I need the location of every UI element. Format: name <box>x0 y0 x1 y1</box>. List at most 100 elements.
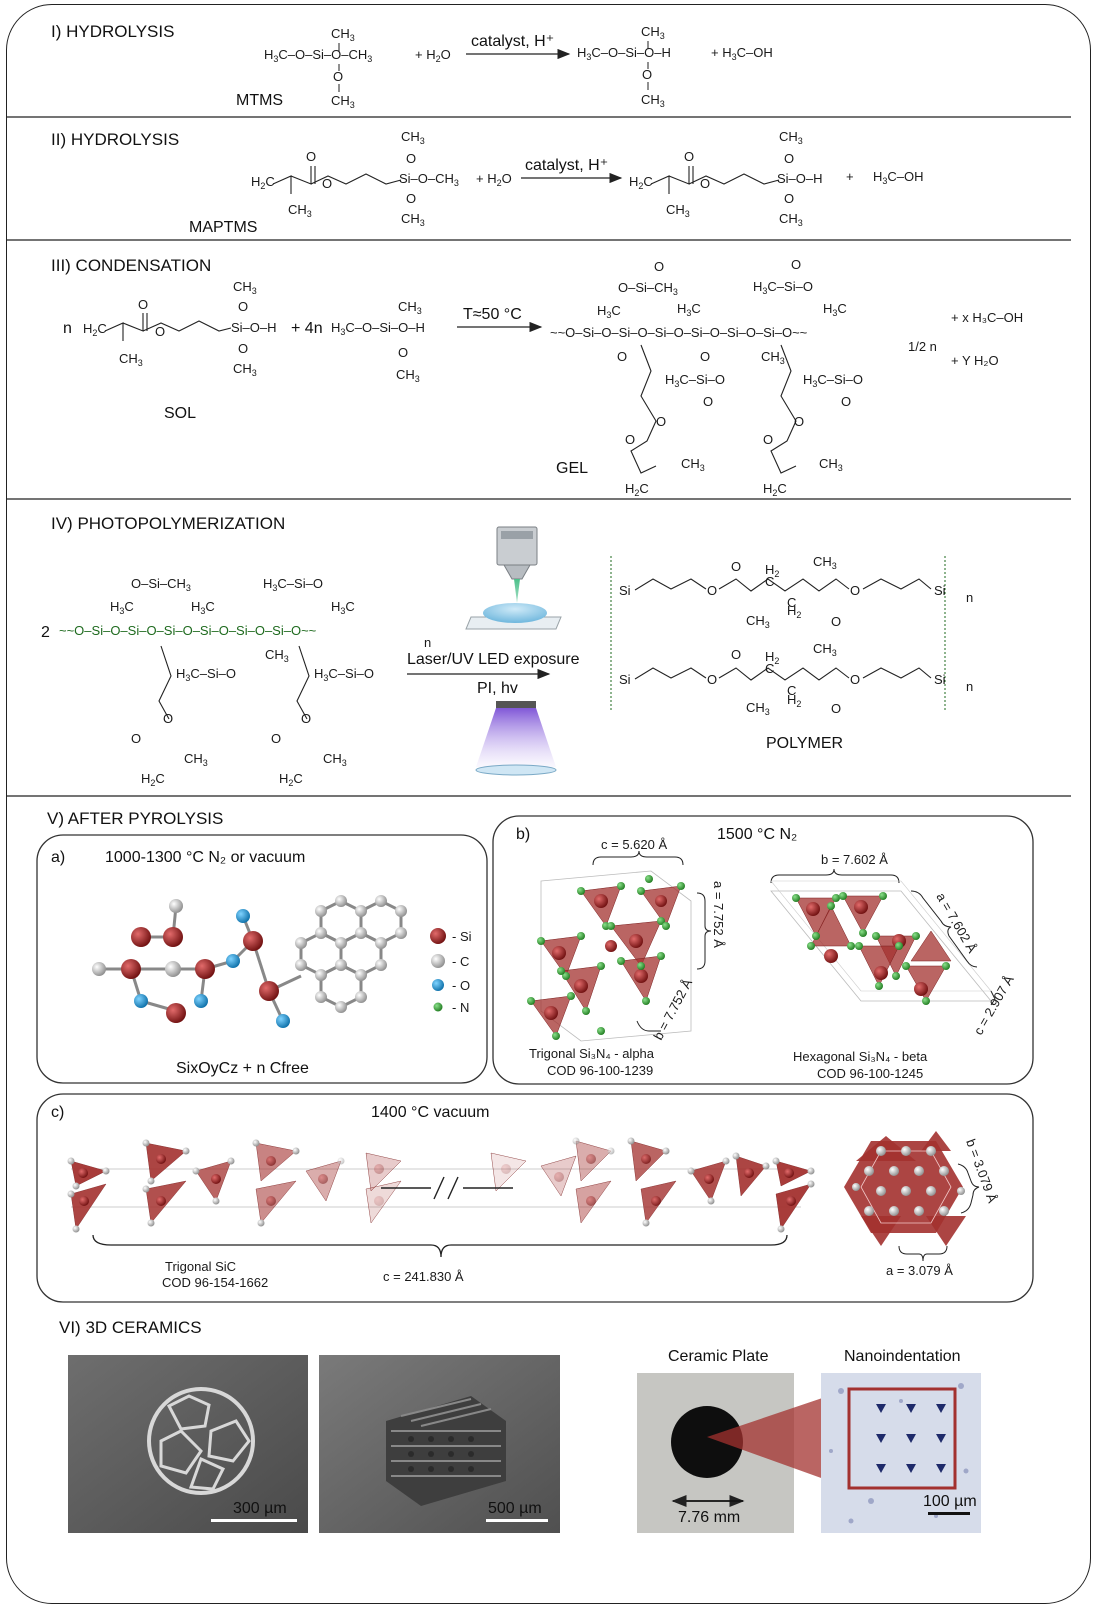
alpha-cod: COD 96-100-1239 <box>547 1063 653 1078</box>
section-dividers <box>7 116 1071 797</box>
svg-text:H2C: H2C <box>763 481 787 498</box>
svg-text:H2C: H2C <box>629 174 653 191</box>
svg-text:H3C–Si–O: H3C–Si–O <box>314 666 374 683</box>
svg-text:O: O <box>654 259 664 274</box>
svg-text:O: O <box>791 257 801 272</box>
svg-text:CH3: CH3 <box>401 211 425 228</box>
svg-text:C: C <box>787 595 796 610</box>
svg-text:C: C <box>765 661 774 676</box>
svg-text:O: O <box>271 731 281 746</box>
svg-text:CH3: CH3 <box>184 751 208 768</box>
svg-text:+ H2O: + H2O <box>415 47 451 64</box>
svg-text:CH3: CH3 <box>746 700 770 717</box>
c-legend-icon <box>431 954 445 968</box>
svg-text:O: O <box>406 191 416 206</box>
sic-atoms <box>67 1137 815 1233</box>
svg-text:O: O <box>398 345 408 360</box>
svg-text:O: O <box>850 583 860 598</box>
svg-text:Si–O–H: Si–O–H <box>231 320 277 335</box>
legend-c: - C <box>452 954 469 969</box>
beta-b-length: b = 7.602 Å <box>821 852 888 867</box>
svg-text:CH3: CH3 <box>779 211 803 228</box>
svg-text:CH3: CH3 <box>233 361 257 378</box>
sem-lattice-image: 500 µm <box>319 1355 560 1533</box>
maptms-product <box>650 166 780 194</box>
alpha-name: Trigonal Si₃N₄ - alpha <box>529 1046 655 1061</box>
svg-text:O–Si–CH3: O–Si–CH3 <box>131 576 191 593</box>
catalyst-label: catalyst, H⁺ <box>471 33 554 50</box>
coefficient-2: 2 <box>41 624 50 641</box>
chain-break-icon <box>381 1176 513 1200</box>
gel-network: ~~O–Si–O–Si–O–Si–O–Si–O–Si–O–Si–O~~ H3C … <box>550 257 863 498</box>
water-byproduct: + Y H₂O <box>951 353 999 368</box>
svg-text:H3C–Si–O: H3C–Si–O <box>665 372 725 389</box>
svg-text:CH3: CH3 <box>746 613 770 630</box>
svg-text:CH3: CH3 <box>265 647 289 664</box>
svg-text:H3C: H3C <box>823 301 847 318</box>
svg-text:CH3: CH3 <box>323 751 347 768</box>
gel-network-green: ~~O–Si–O–Si–O–Si–O–Si–O–Si–O–Si–O~~ O–Si… <box>59 576 374 683</box>
methanol-byproduct: + x H₃C–OH <box>951 310 1023 325</box>
alpha-si3n4-crystal <box>527 870 692 1042</box>
svg-text:H2C: H2C <box>83 321 107 338</box>
svg-text:Si: Si <box>619 583 631 598</box>
svg-text:O: O <box>831 701 841 716</box>
polymer-structure: Si Si Si Si O O O O H2 C C H2 CH3 CH3 O … <box>610 554 973 717</box>
svg-text:H2C: H2C <box>141 771 165 788</box>
svg-text:+ H2O: + H2O <box>476 171 512 188</box>
svg-text:O: O <box>700 176 710 191</box>
svg-text:O: O <box>794 414 804 429</box>
graphene-cluster <box>295 895 407 1013</box>
svg-text:O: O <box>617 349 627 364</box>
sic-tetrahedra-left <box>70 1142 402 1230</box>
sic-b-length: b = 3.079 Å <box>963 1137 1000 1205</box>
svg-text:H3C: H3C <box>677 301 701 318</box>
section-hydrolysis-1: I) HYDROLYSIS CH3 H3C–O–Si–O–CH3 O CH3 M… <box>51 22 773 110</box>
svg-text:O: O <box>831 614 841 629</box>
svg-text:CH3: CH3 <box>666 202 690 219</box>
section-photopolymerization: IV) PHOTOPOLYMERIZATION 2 ~~O–Si–O–Si–O–… <box>41 514 973 788</box>
svg-text:C: C <box>787 683 796 698</box>
figure-frame: I) HYDROLYSIS CH3 H3C–O–Si–O–CH3 O CH3 M… <box>6 4 1091 1604</box>
svg-text:n: n <box>966 590 973 605</box>
svg-text:H3C–OH: H3C–OH <box>873 169 924 186</box>
sem-fullerene-image: 300 µm <box>68 1355 308 1533</box>
svg-text:O: O <box>306 149 316 164</box>
panel-a-condition: 1000-1300 °C N₂ or vacuum <box>105 849 305 866</box>
svg-text:O–Si–CH3: O–Si–CH3 <box>618 280 678 297</box>
svg-text:H2: H2 <box>787 603 801 620</box>
svg-text:O: O <box>784 151 794 166</box>
svg-text:n: n <box>966 679 973 694</box>
sol-label: SOL <box>164 405 196 422</box>
mtms-label: MTMS <box>236 92 283 109</box>
alpha-c-length: c = 5.620 Å <box>601 837 667 852</box>
svg-text:O: O <box>684 149 694 164</box>
svg-text:O: O <box>238 299 248 314</box>
sic-a-length: a = 3.079 Å <box>886 1263 953 1278</box>
svg-text:O: O <box>703 394 713 409</box>
svg-text:CH3: CH3 <box>401 129 425 146</box>
reaction-scheme: I) HYDROLYSIS CH3 H3C–O–Si–O–CH3 O CH3 M… <box>7 22 1071 1533</box>
svg-text:CH3: CH3 <box>681 456 705 473</box>
svg-text:Si: Si <box>934 583 946 598</box>
sic-chain <box>71 1168 801 1208</box>
svg-text:H3C–O–Si–O–H: H3C–O–Si–O–H <box>331 320 425 337</box>
scale-bar-500: 500 µm <box>488 1500 542 1517</box>
plate-size: 7.76 mm <box>678 1509 740 1526</box>
svg-text:O: O <box>138 297 148 312</box>
polymer-label: POLYMER <box>766 735 843 752</box>
scale-bar-300: 300 µm <box>233 1500 287 1517</box>
temperature-label: T≈50 °C <box>463 306 522 323</box>
svg-text:H3C–Si–O: H3C–Si–O <box>263 576 323 593</box>
n-legend-icon <box>433 1002 443 1012</box>
alpha-a-length: a = 7.752 Å <box>711 881 726 948</box>
section-title: VI) 3D CERAMICS <box>59 1318 202 1337</box>
svg-text:CH3: CH3 <box>398 299 422 316</box>
svg-text:CH3: CH3 <box>819 456 843 473</box>
svg-text:H2C: H2C <box>279 771 303 788</box>
svg-text:O: O <box>841 394 851 409</box>
svg-text:H3C–O–Si–O–H: H3C–O–Si–O–H <box>577 45 671 62</box>
svg-text:O: O <box>131 731 141 746</box>
sic-tetrahedra-right <box>490 1140 812 1230</box>
panel-b: b) 1500 °C N₂ c = 5.620 Å <box>492 815 1034 1085</box>
